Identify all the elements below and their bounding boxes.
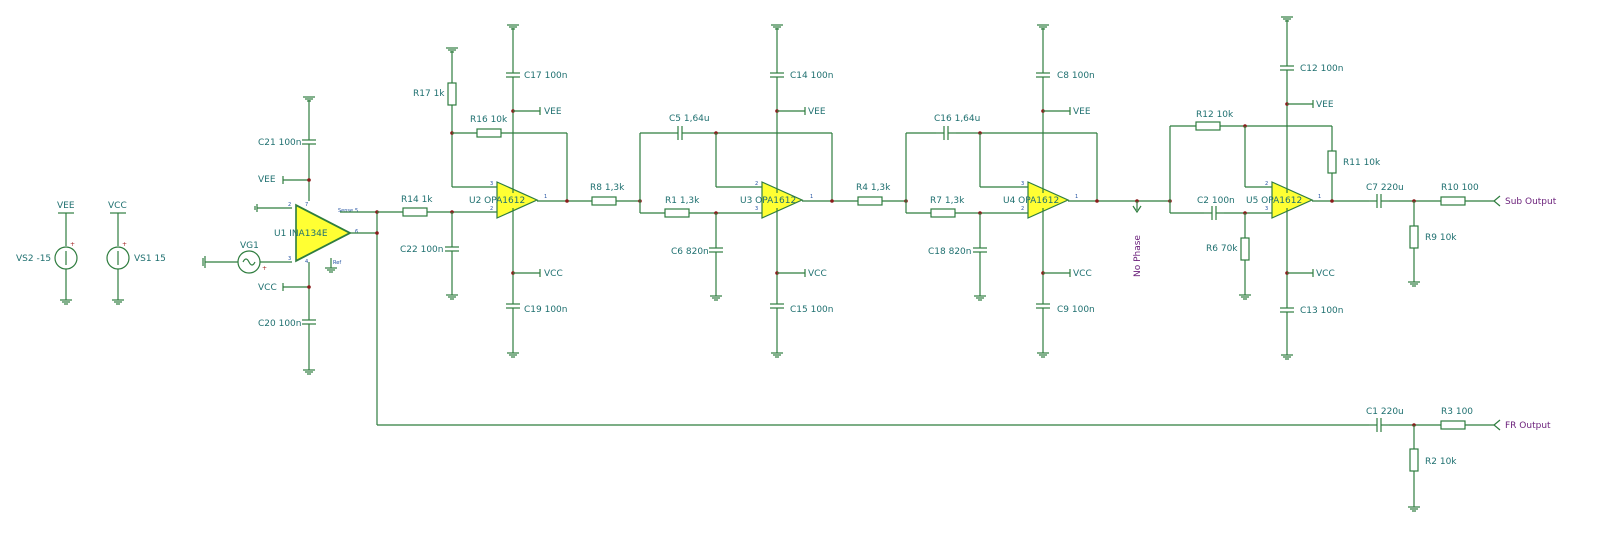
u1-pin4: 4	[305, 259, 308, 265]
u4-pin1: 1	[1075, 194, 1078, 200]
u3-label: U3 OPA1612	[740, 196, 796, 206]
u4-label: U4 OPA1612	[1003, 196, 1059, 206]
r6-label: R6 70k	[1206, 244, 1238, 254]
u3-vee-label: VEE	[808, 107, 826, 117]
u1-pin6: 6	[355, 229, 358, 235]
svg-text:+: +	[122, 241, 127, 248]
sub-output-stage: C7 220u R9 10k R10 100 Sub Output	[1366, 183, 1557, 287]
r17-label: R17 1k	[413, 89, 445, 99]
c5-label: C5 1,64u	[669, 114, 710, 124]
u3-pin1: 1	[810, 194, 813, 200]
u1-label: U1 INA134E	[274, 229, 328, 239]
stage-u5: R12 10k R11 10k C2 100n R6 70k U5 OPA161…	[1168, 16, 1381, 360]
fr-output-stage: C1 220u R2 10k R3 100 FR Output	[377, 407, 1551, 512]
u3-pin3: 3	[755, 206, 758, 212]
no-phase-probe: No Phase	[1133, 235, 1143, 277]
u2-pin1: 1	[544, 194, 547, 200]
u5-label: U5 OPA1612	[1246, 196, 1302, 206]
fr-output-label: FR Output	[1505, 421, 1551, 431]
c6-label: C6 820n	[671, 247, 709, 257]
c2-label: C2 100n	[1197, 196, 1235, 206]
u1-pin2: 2	[288, 202, 291, 208]
vs2-label: VS2 -15	[16, 254, 51, 264]
u4-vee-label: VEE	[1073, 107, 1091, 117]
vs1-source: VCC + VS1 15	[106, 201, 166, 305]
vs2-rail-label: VEE	[57, 201, 75, 211]
vs1-label: VS1 15	[134, 254, 166, 264]
r11-label: R11 10k	[1343, 158, 1381, 168]
u2-vee-label: VEE	[544, 107, 562, 117]
u4-pin2: 2	[1021, 206, 1024, 212]
u1-pin3: 3	[288, 256, 291, 262]
u2-pin2: 2	[490, 206, 493, 212]
svg-text:+: +	[70, 241, 75, 248]
vs2-source: VEE + VS2 -15	[16, 201, 78, 305]
u2-pin3: 3	[490, 181, 493, 187]
u1-pin5: 5	[355, 208, 358, 214]
c1-label: C1 220u	[1366, 407, 1404, 417]
stage-u2: R14 1k C22 100n R17 1k R16 10k U2 OPA161…	[377, 24, 592, 358]
c9-label: C9 100n	[1057, 305, 1095, 315]
r1-label: R1 1,3k	[665, 196, 700, 206]
c18-label: C18 820n	[928, 247, 971, 257]
u1-vcc-label: VCC	[258, 283, 277, 293]
u1-pin7: 7	[305, 202, 308, 208]
sub-output-label: Sub Output	[1505, 197, 1557, 207]
r12-label: R12 10k	[1196, 110, 1234, 120]
u4-pin3: 3	[1021, 181, 1024, 187]
r16-label: R16 10k	[470, 115, 508, 125]
c22-label: C22 100n	[400, 245, 443, 255]
r9-label: R9 10k	[1425, 233, 1457, 243]
u2-vcc-label: VCC	[544, 269, 563, 279]
c19-label: C19 100n	[524, 305, 567, 315]
c12-label: C12 100n	[1300, 64, 1343, 74]
c8-label: C8 100n	[1057, 71, 1095, 81]
c17-label: C17 100n	[524, 71, 567, 81]
u2-label: U2 OPA1612	[469, 196, 525, 206]
c21-label: C21 100n	[258, 138, 301, 148]
r2-label: R2 10k	[1425, 457, 1457, 467]
r4-label: R4 1,3k	[856, 183, 891, 193]
r3-label: R3 100	[1441, 407, 1473, 417]
c13-label: C13 100n	[1300, 306, 1343, 316]
r10-label: R10 100	[1441, 183, 1479, 193]
u1-ina134: C21 100n VEE U1 INA134E 2 3 7 4 Sense 5 …	[254, 96, 379, 425]
r7-label: R7 1,3k	[930, 196, 965, 206]
u1-vee-label: VEE	[258, 175, 276, 185]
r8-label: R8 1,3k	[590, 183, 625, 193]
c7-label: C7 220u	[1366, 183, 1404, 193]
vg1-generator: + VG1	[202, 241, 292, 274]
svg-text:+: +	[262, 265, 267, 272]
vs1-rail-label: VCC	[108, 201, 127, 211]
u5-pin3: 3	[1265, 206, 1268, 212]
u3-vcc-label: VCC	[808, 269, 827, 279]
u1-sense-label: Sense	[338, 208, 353, 214]
stage-u4: R4 1,3k C16 1,64u R7 1,3k C18 820n U4 OP…	[856, 24, 1170, 358]
c14-label: C14 100n	[790, 71, 833, 81]
r14-label: R14 1k	[401, 195, 433, 205]
u5-vcc-label: VCC	[1316, 269, 1335, 279]
c16-label: C16 1,64u	[934, 114, 980, 124]
u5-pin1: 1	[1318, 194, 1321, 200]
u1-ref-label: Ref	[333, 260, 341, 266]
u5-pin2: 2	[1265, 181, 1268, 187]
u4-vcc-label: VCC	[1073, 269, 1092, 279]
u3-pin2: 2	[755, 181, 758, 187]
u5-vee-label: VEE	[1316, 100, 1334, 110]
vg1-label: VG1	[240, 241, 259, 251]
c15-label: C15 100n	[790, 305, 833, 315]
c20-label: C20 100n	[258, 319, 301, 329]
stage-u3: R8 1,3k C5 1,64u R1 1,3k C6 820n U3 OPA1…	[590, 24, 858, 358]
